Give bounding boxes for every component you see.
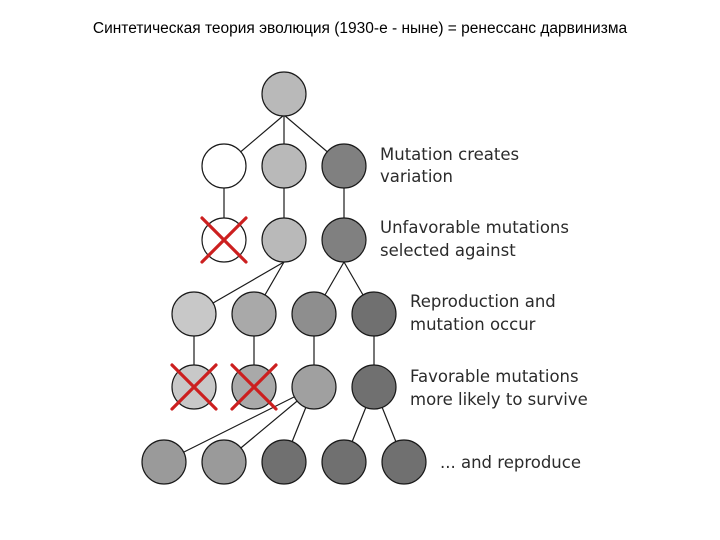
node-gen3-d	[351, 291, 397, 337]
stage-labels: Mutation creates variation Unfavorable m…	[380, 145, 588, 472]
label-favorable-line1: Favorable mutations	[410, 367, 579, 386]
tree-nodes	[141, 71, 427, 485]
node-gen1-white	[201, 143, 247, 189]
node-gen4-c	[291, 364, 337, 410]
node-gen4-d	[351, 364, 397, 410]
node-gen1-dark	[321, 143, 367, 189]
node-gen3-a	[171, 291, 217, 337]
label-unfavorable-line1: Unfavorable mutations	[380, 218, 569, 237]
node-gen1-light	[261, 143, 307, 189]
node-gen5-e	[381, 439, 427, 485]
label-mutation-line2: variation	[380, 167, 453, 186]
label-favorable-line2: more likely to survive	[410, 390, 588, 409]
label-reproduce: ... and reproduce	[440, 453, 581, 472]
label-unfavorable-line2: selected against	[380, 241, 516, 260]
selection-crosses	[170, 216, 278, 411]
cross-icon	[230, 363, 278, 411]
node-gen5-a	[141, 439, 187, 485]
node-root	[261, 71, 307, 117]
node-gen5-c	[261, 439, 307, 485]
node-gen5-b	[201, 439, 247, 485]
node-gen2-dark	[321, 217, 367, 263]
node-gen3-c	[291, 291, 337, 337]
page-title: Синтетическая теория эволюция (1930-е - …	[92, 20, 628, 37]
node-gen5-d	[321, 439, 367, 485]
label-reproduction-line1: Reproduction and	[410, 292, 556, 311]
node-gen2-light	[261, 217, 307, 263]
cross-icon	[200, 216, 248, 264]
cross-icon	[170, 363, 218, 411]
node-gen3-b	[231, 291, 277, 337]
label-mutation-line1: Mutation creates	[380, 145, 519, 164]
label-reproduction-line2: mutation occur	[410, 315, 536, 334]
